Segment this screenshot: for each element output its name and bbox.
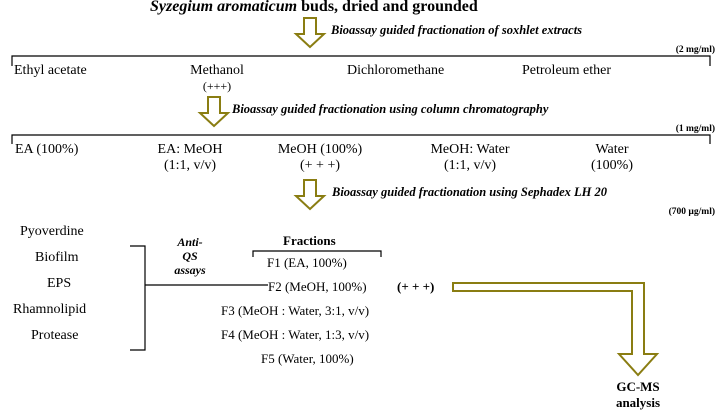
species-name: Syzegium aromaticum [150, 0, 298, 15]
column-fraction-water-line1: Water [595, 142, 629, 157]
step-conc-2: (1 mg/ml) [675, 124, 715, 134]
column-fraction-ea-meoh: EA: MeOH (1:1, v/v) [125, 142, 255, 174]
column-fraction-meoh-water: MeOH: Water (1:1, v/v) [400, 142, 540, 174]
column-fraction-meoh-line1: MeOH (100%) [277, 142, 363, 157]
assay-pyoverdine: Pyoverdine [20, 224, 84, 239]
sephadex-fraction-f4: F4 (MeOH : Water, 1:3, v/v) [221, 327, 370, 342]
column-fraction-meoh-line2: (+ + +) [299, 158, 340, 173]
column-fraction-meoh: MeOH (100%) (+ + +) [255, 142, 385, 174]
step-label-1: Bioassay guided fractionation of soxhlet… [331, 23, 583, 37]
assay-protease: Protease [31, 328, 79, 343]
assay-rhamnolipid: Rhamnolipid [13, 302, 87, 317]
column-fraction-ea: EA (100%) [15, 142, 79, 157]
assay-group-line1: Anti- [177, 235, 203, 249]
column-fraction-ea-meoh-line1: EA: MeOH [157, 142, 223, 157]
gcms-arrow-icon [452, 282, 660, 377]
down-arrow-1-icon [293, 17, 327, 49]
column-fraction-meoh-water-line2: (1:1, v/v) [443, 158, 497, 173]
assay-biofilm: Biofilm [35, 250, 79, 265]
extract-methanol-activity: (+++) [202, 79, 232, 93]
sephadex-fraction-f1: F1 (EA, 100%) [267, 255, 347, 270]
assay-group-line2: QS [182, 249, 198, 263]
sephadex-fraction-f5: F5 (Water, 100%) [261, 351, 354, 366]
title-rest: buds, dried and grounded [297, 0, 478, 15]
down-arrow-2-icon [197, 96, 231, 128]
page-title: Syzegium aromaticum buds, dried and grou… [150, 0, 478, 16]
gcms-line1: GC-MS [616, 379, 660, 394]
sephadex-fraction-f3: F3 (MeOH : Water, 3:1, v/v) [221, 303, 370, 318]
fractions-bracket [252, 250, 382, 257]
extract-petroleum-ether: Petroleum ether [522, 63, 612, 78]
assay-group-line3: assays [174, 263, 206, 277]
assay-eps: EPS [47, 276, 72, 291]
sephadex-fraction-f2: F2 (MeOH, 100%) [268, 279, 367, 294]
extract-methanol-name: Methanol [190, 63, 244, 78]
assay-group-label: Anti- QS assays [160, 235, 220, 277]
active-marker: (+ + +) [397, 279, 435, 294]
soxhlet-bracket [11, 55, 711, 66]
column-fraction-ea-meoh-line2: (1:1, v/v) [163, 158, 217, 173]
column-fraction-water-line2: (100%) [591, 158, 633, 173]
column-bracket [11, 134, 711, 144]
assay-bracket [130, 245, 146, 351]
extract-ethyl-acetate: Ethyl acetate [14, 63, 87, 78]
fractions-heading: Fractions [283, 233, 336, 248]
step-conc-1: (2 mg/ml) [675, 45, 715, 55]
step-label-3: Bioassay guided fractionation using Seph… [332, 185, 608, 199]
column-fraction-water: Water (100%) [572, 142, 652, 174]
gcms-analysis: GC-MS analysis [596, 379, 680, 411]
step-label-2: Bioassay guided fractionation using colu… [232, 102, 549, 116]
extract-dichloromethane: Dichloromethane [347, 63, 445, 78]
column-fraction-meoh-water-line1: MeOH: Water [430, 142, 510, 157]
gcms-line2: analysis [615, 395, 661, 410]
extract-methanol: Methanol (+++) [172, 63, 262, 93]
step-conc-3: (700 µg/ml) [668, 207, 715, 217]
down-arrow-3-icon [293, 179, 327, 211]
